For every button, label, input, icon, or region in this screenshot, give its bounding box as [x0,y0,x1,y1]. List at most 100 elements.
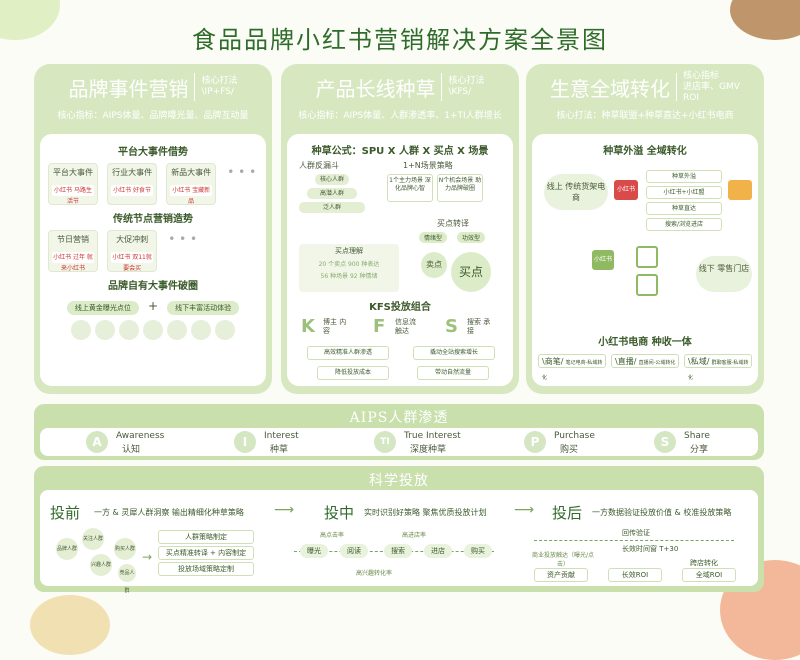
activity-circle [143,320,163,340]
section-title: 品牌自有大事件破圈 [108,281,198,292]
understand-row: 56 种场景 92 种情绪 [320,273,378,280]
post-mid-label: 长效时间窗 T+30 [622,545,679,553]
flow-label: 高进店率 [402,532,427,539]
channel-key: \私域/ [688,357,710,366]
channel-tag: \私域/ 群聊客服-私域转化 [684,354,752,381]
kfs-text: 信息流 触达 [395,318,416,335]
more-dots: • • • [168,231,198,246]
event-card: 新品大事件小红书 宝藏新品 [166,163,217,205]
strategy-box: 1个主力场景 深化品牌心智 [387,174,433,202]
column-metric: 核心打法：种草联盟+种草直达+小红书电商 [556,111,734,121]
aips-en: Share [684,431,710,441]
mini-label: 搜索/浏览进店 [646,218,722,231]
column-header: 品牌事件营销 核心打法 \IP+FS/ [34,64,272,110]
card-label: 平台大事件 [53,168,93,177]
post-box: 资产贡献 [534,568,588,582]
kfs-letter: S [445,316,458,337]
card-label: 大促冲刺 [116,235,149,244]
section-title: 传统节点营销造势 [113,214,193,225]
xiaohongshu-logo: 小红书 [614,180,638,200]
kfs-text: 博主 内容 [323,318,347,335]
section-title: 种草外溢 全域转化 [603,146,687,157]
side-label-2: \KFS/ [448,87,472,97]
post-right-label: 跨店转化 [690,559,718,567]
mini-label: 种草直达 [646,202,722,215]
kfs-flow-box: 撬动全站搜索增长 [413,346,495,360]
funnel-tier: 高潜人群 [307,188,357,199]
section-title: 小红书电商 种收一体 [598,337,692,348]
pre-box: 买点精准转译 + 内容制定 [158,546,254,560]
funnel-title: 人群反漏斗 [299,161,339,170]
pre-box: 投放场域策略定制 [158,562,254,576]
divider [676,73,678,101]
column-header: 生意全域转化 核心指标 进店率、GMV ROI [526,64,764,110]
post-box: 全域ROI [682,568,736,582]
card-label: 新品大事件 [171,168,212,177]
aips-stage: A Awareness 认知 [86,431,236,455]
audience-circle: 品牌人群 [56,538,78,560]
event-logo: 小红书 好食节 [111,185,154,196]
event-card: 大促冲刺小红书 双11就要会买 [107,230,158,272]
column-inner: 种草外溢 全域转化 线上 传统货架电商 小红书 种草外溢 小红书+小红盟 种草直… [532,134,758,386]
science-title: 科学投放 [369,473,429,489]
plus-sign: + [147,299,159,313]
more-dots: • • • [227,164,257,179]
aips-cn: 购买 [560,445,579,455]
xiaohongshu-logo: 小红书 [592,250,614,270]
column-product-seeding: 产品长线种草 核心打法 \KFS/ 核心指标：AIPS体量、人群渗透率、1+TI… [281,64,519,394]
stage-desc-mid: 实时识别好策略 聚焦优质投放计划 [364,508,487,517]
flow-label: 高点击率 [320,532,345,539]
side-label-1: 核心指标 [683,70,720,81]
column-metric: 核心指标：AIPS体量、品牌曝光量、品牌互动量 [57,111,249,121]
arrow-icon: → [142,550,153,564]
card-row: 平台大事件小红书 马路生活节 行业大事件小红书 好食节 新品大事件小红书 宝藏新… [46,161,260,207]
aips-cn: 种草 [270,445,289,455]
stage-desc-pre: 一方 & 灵犀人群洞察 输出精细化种草策略 [94,508,244,517]
card-row: 节日营销小红书 过年 就来小红书 大促冲刺小红书 双11就要会买 • • • [46,228,260,274]
column-brand-event: 品牌事件营销 核心打法 \IP+FS/ 核心指标：AIPS体量、品牌曝光量、品牌… [34,64,272,394]
mini-label: 种草外溢 [646,170,722,183]
turn-title: 买点转译 [437,219,469,228]
column-title: 产品长线种草 [315,76,436,101]
understand-title: 买点理解 [335,247,363,255]
strategy-title: 1+N场景策略 [403,161,453,170]
understand-box: 买点理解 20 个卖点 900 种表达 56 种场景 92 种情绪 [299,244,399,292]
column-inner: 平台大事件借势 平台大事件小红书 马路生活节 行业大事件小红书 好食节 新品大事… [40,134,266,386]
aips-letter: P [524,431,546,453]
column-conversion: 生意全域转化 核心指标 进店率、GMV ROI 核心打法：种草联盟+种草直达+小… [526,64,764,394]
aips-en: Awareness [116,431,165,441]
audience-circle: 关注人群 [82,528,104,550]
stage-title-pre: 投前 [50,504,81,522]
channel-value: 群聊客服-私域转化 [688,360,749,381]
side-label-1: 核心打法 [448,76,485,86]
side-label-2: \IP+FS/ [201,87,234,97]
channel-value: 笔记电商-私域转化 [542,360,603,381]
flow-line [534,540,734,541]
decor-bottom-left [30,595,110,655]
flow-node: 搜索 [384,544,412,558]
online-node: 线上 传统货架电商 [544,174,608,210]
funnel-tier: 核心人群 [315,174,349,185]
strategy-box: N个机会场景 助力品牌破圈 [437,174,483,202]
aips-stage: I Interest 种草 [234,431,384,455]
event-card: 节日营销小红书 过年 就来小红书 [48,230,98,272]
channel-key: \直播/ [615,357,637,366]
aips-title: AIPS人群渗透 [349,410,449,426]
aips-strip [40,428,758,456]
buy-point-circle: 买点 [451,252,491,292]
column-header: 产品长线种草 核心打法 \KFS/ [281,64,519,110]
activity-circle [191,320,211,340]
event-logo: 小红书 马路生活节 [52,185,94,205]
channel-value: 直播间-公域转化 [638,360,676,366]
science-band: 科学投放 投前 一方 & 灵犀人群洞察 输出精细化种草策略 ⟶ 投中 实时识别好… [34,466,764,594]
channel-key: \商笔/ [542,357,564,366]
aips-letter: A [86,431,108,453]
pill-row: 线上黄金曝光点位 + 线下丰富活动体验 [46,295,260,315]
aips-cn: 认知 [122,445,141,455]
stage-title-post: 投后 [552,504,583,522]
sell-point-circle: 卖点 [421,252,447,278]
aips-stage: S Share 分享 [654,431,800,455]
activity-circle [119,320,139,340]
aips-stage: P Purchase 购买 [524,431,674,455]
online-pill: 线上黄金曝光点位 [66,301,139,315]
